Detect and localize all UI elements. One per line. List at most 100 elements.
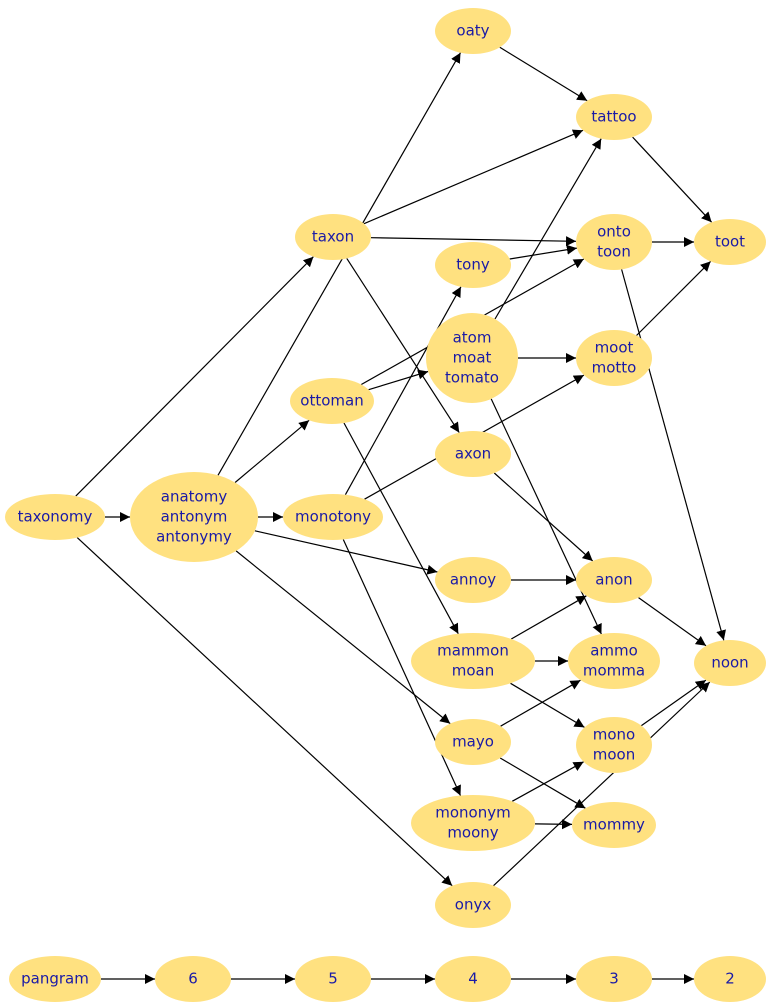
node-taxonomy: taxonomy xyxy=(5,494,105,540)
node-label: 6 xyxy=(188,970,198,988)
node-l4: 4 xyxy=(435,956,511,1002)
node-shape xyxy=(435,431,511,477)
edge-taxon-to-axon xyxy=(346,258,460,433)
edge-anon-to-noon xyxy=(638,597,707,647)
edge-atom-to-ammo xyxy=(490,398,602,635)
edge-mayo-to-mommy xyxy=(499,757,586,809)
node-label: tomato xyxy=(445,369,499,387)
node-label: 2 xyxy=(725,970,735,988)
edge-axon-to-anon xyxy=(493,472,594,562)
node-ammo: ammo momma xyxy=(568,633,660,689)
edge-tony-to-onto xyxy=(509,244,577,260)
node-label: tattoo xyxy=(591,108,636,126)
node-label: 4 xyxy=(468,970,478,988)
node-shape xyxy=(694,640,766,686)
node-label: motto xyxy=(592,359,637,377)
edge-mononym-to-mommy xyxy=(534,819,573,830)
node-label: mononym xyxy=(435,804,510,822)
edge-moot-to-toot xyxy=(636,260,712,336)
node-shape xyxy=(576,557,652,603)
node-label: moan xyxy=(452,662,495,680)
node-ottoman: ottoman xyxy=(290,378,374,424)
node-shape xyxy=(576,94,652,140)
node-label: mommy xyxy=(583,816,645,834)
node-shape xyxy=(411,633,535,689)
node-oaty: oaty xyxy=(435,8,511,54)
node-label: pangram xyxy=(21,970,89,988)
node-shape xyxy=(435,557,511,603)
node-label: moony xyxy=(447,824,498,842)
node-label: moat xyxy=(453,349,492,367)
node-axon: axon xyxy=(435,431,511,477)
node-label: annoy xyxy=(450,571,496,589)
node-shape xyxy=(290,378,374,424)
node-pangram: pangram xyxy=(9,956,101,1002)
node-label: taxon xyxy=(312,228,354,246)
node-shape xyxy=(283,494,383,540)
node-l2: 2 xyxy=(694,956,766,1002)
edge-anatomy-to-oaty xyxy=(217,52,462,476)
node-label: mayo xyxy=(452,733,494,751)
node-label: antonymy xyxy=(156,528,232,546)
edge-mono-to-noon xyxy=(641,679,707,727)
node-mayo: mayo xyxy=(435,719,511,765)
node-l5: 5 xyxy=(295,956,371,1002)
node-shape xyxy=(155,956,231,1002)
node-shape xyxy=(295,956,371,1002)
node-shape xyxy=(576,717,652,773)
node-shape xyxy=(295,214,371,260)
node-label: moot xyxy=(595,339,634,357)
edge-atom-to-tattoo xyxy=(494,138,602,320)
node-label: anon xyxy=(595,571,632,589)
node-shape xyxy=(576,214,652,270)
node-shape xyxy=(435,719,511,765)
node-label: mammon xyxy=(437,642,509,660)
node-taxon: taxon xyxy=(295,214,371,260)
node-label: onto xyxy=(597,223,631,241)
node-label: noon xyxy=(711,654,748,672)
node-shape xyxy=(435,8,511,54)
node-anatomy: anatomy antonym antonymy xyxy=(130,472,258,562)
node-shape xyxy=(435,956,511,1002)
edge-onto-to-noon xyxy=(621,269,726,641)
node-label: tony xyxy=(456,256,490,274)
node-toot: toot xyxy=(694,219,766,265)
edge-ottoman-to-atom xyxy=(368,369,429,391)
node-moot: moot motto xyxy=(576,330,652,386)
node-l3: 3 xyxy=(576,956,652,1002)
node-onyx: onyx xyxy=(435,882,511,928)
node-label: 3 xyxy=(609,970,619,988)
node-label: mono xyxy=(593,726,635,744)
edge-anatomy-to-mayo xyxy=(235,550,451,725)
node-label: antonym xyxy=(161,508,228,526)
edge-oaty-to-tattoo xyxy=(499,46,588,102)
node-tattoo: tattoo xyxy=(576,94,652,140)
node-label: toot xyxy=(715,233,745,251)
node-label: momma xyxy=(583,662,645,680)
node-shape xyxy=(130,472,258,562)
edge-mononym-to-mono xyxy=(511,761,584,802)
node-label: anatomy xyxy=(161,488,228,506)
node-label: moon xyxy=(593,746,635,764)
node-noon: noon xyxy=(694,640,766,686)
node-shape xyxy=(5,494,105,540)
node-mammon: mammon moan xyxy=(411,633,535,689)
node-mono: mono moon xyxy=(576,717,652,773)
node-mononym: mononym moony xyxy=(411,795,535,851)
edge-ottoman-to-mammon xyxy=(343,422,459,635)
node-label: ammo xyxy=(590,642,638,660)
edge-monotony-to-tony xyxy=(344,286,462,495)
node-shape xyxy=(576,330,652,386)
node-shape xyxy=(9,956,101,1002)
node-label: axon xyxy=(455,445,491,463)
node-label: monotony xyxy=(295,508,371,526)
node-shape xyxy=(568,633,660,689)
node-shape xyxy=(694,956,766,1002)
edge-taxonomy-to-onyx xyxy=(76,537,453,887)
edge-mammon-to-mono xyxy=(510,682,585,728)
node-shape xyxy=(411,795,535,851)
